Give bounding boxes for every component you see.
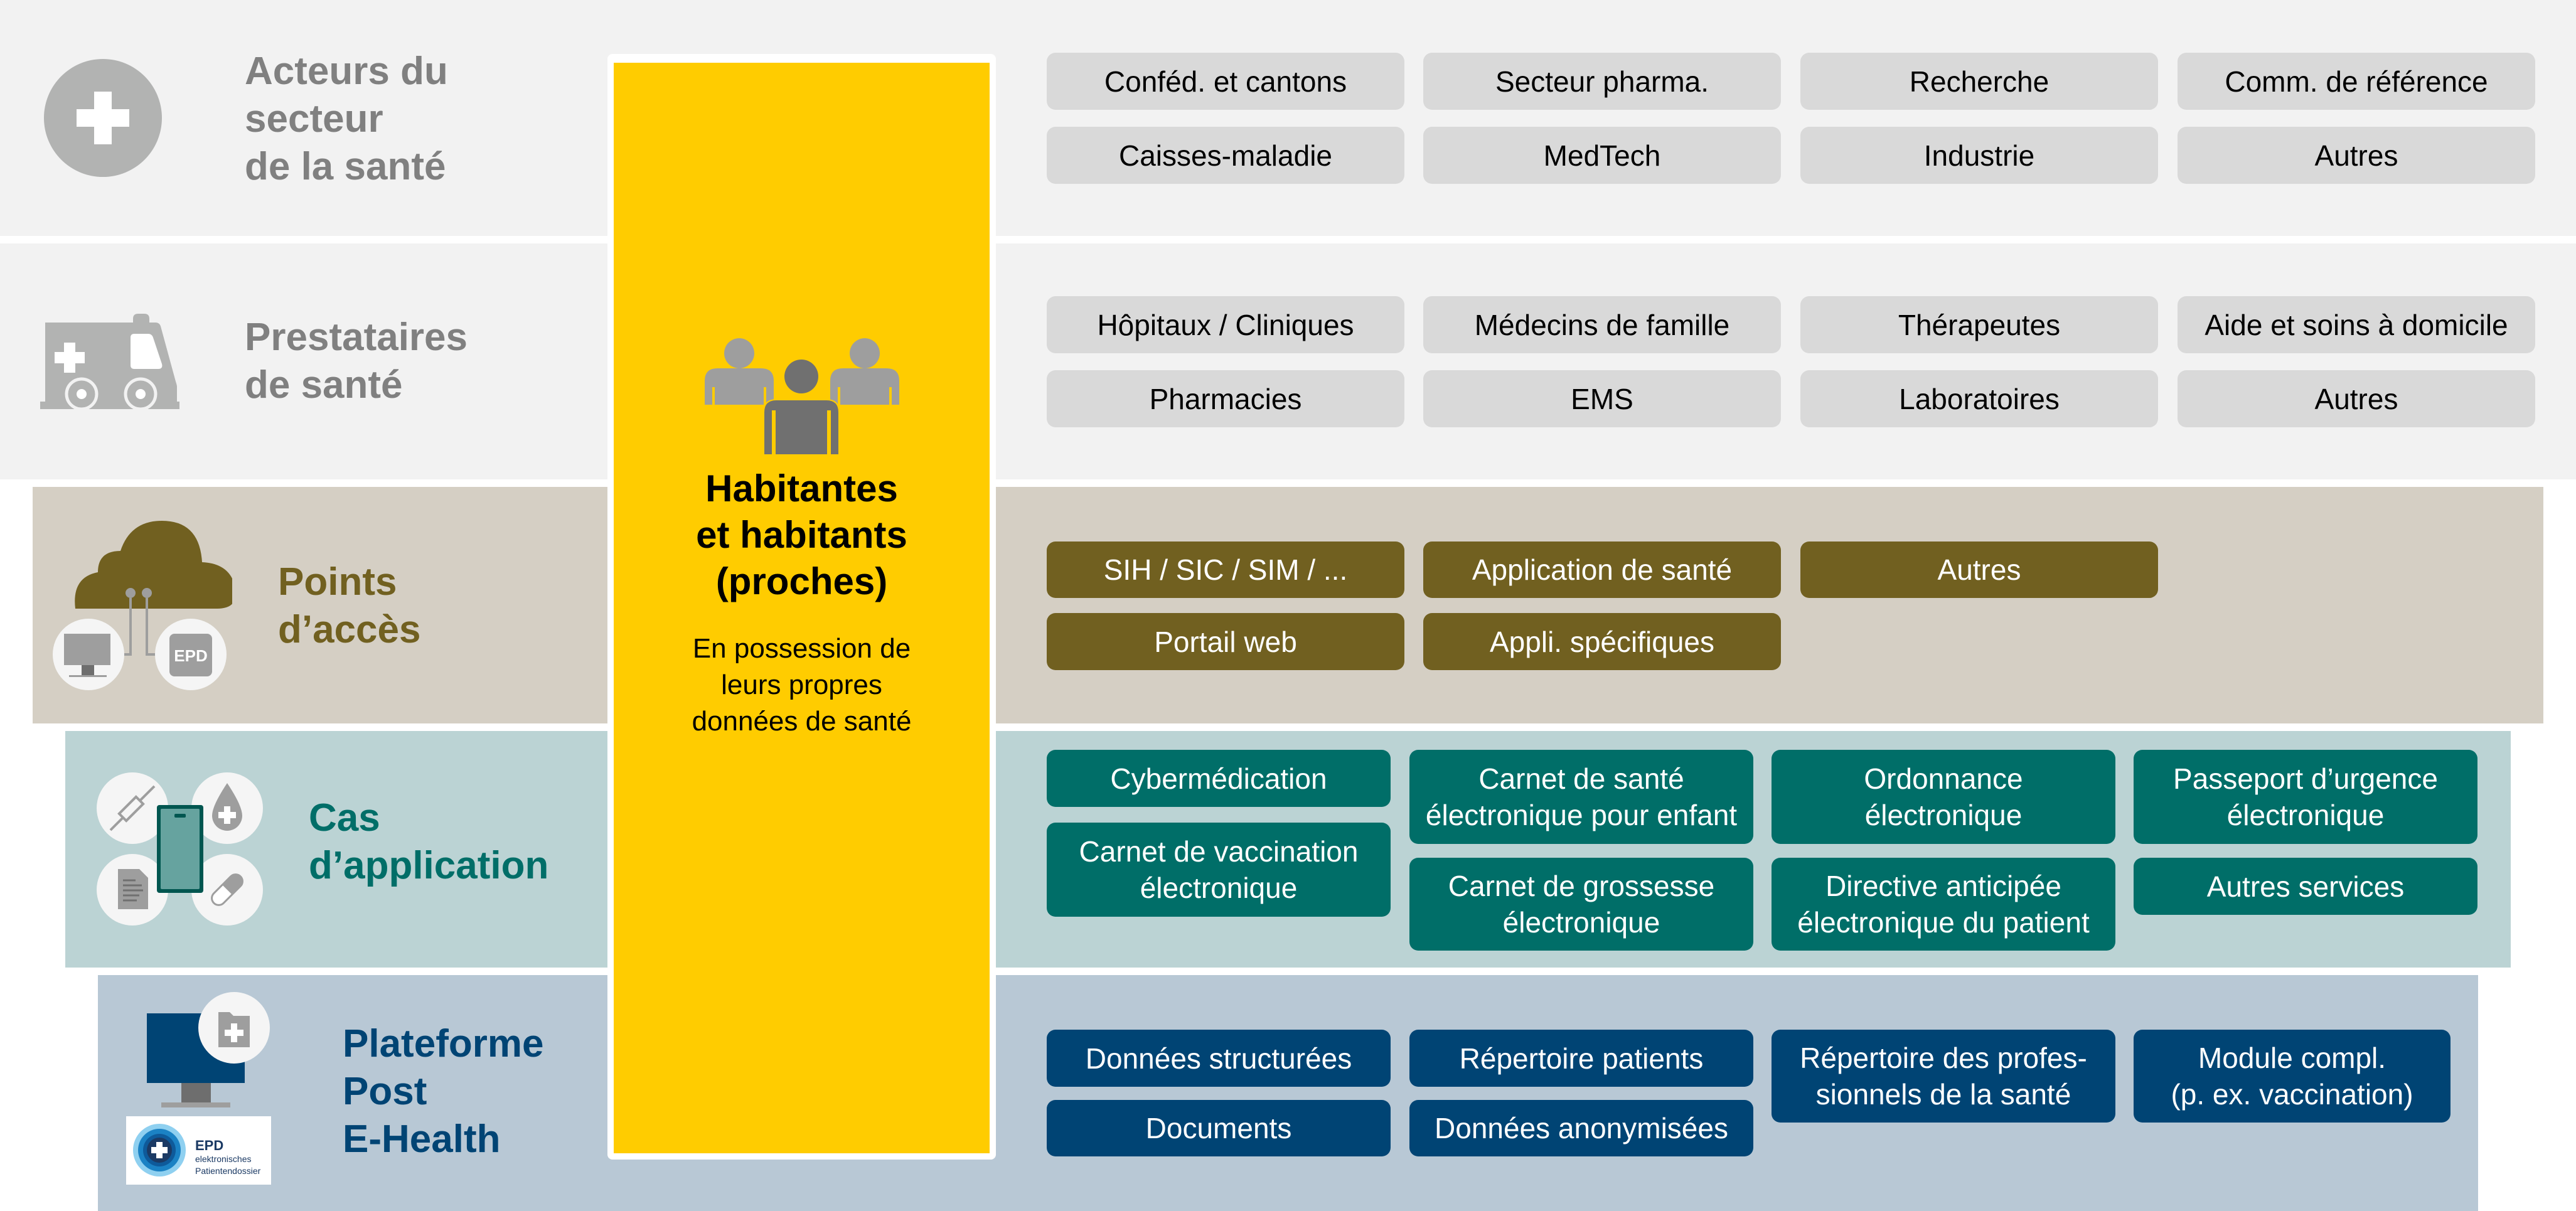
chip-access[interactable]: Portail web — [1047, 613, 1404, 670]
chip-platform[interactable]: Répertoire des profes- sionnels de la sa… — [1772, 1030, 2115, 1123]
chip-access[interactable]: SIH / SIC / SIM / ... — [1047, 541, 1404, 598]
chip-provider[interactable]: Laboratoires — [1800, 370, 2158, 427]
chip-use-case[interactable]: Ordonnance électronique — [1772, 750, 2115, 844]
chip-provider[interactable]: Pharmacies — [1047, 370, 1404, 427]
people-group-icon — [705, 338, 899, 455]
chip-use-case[interactable]: Carnet de vaccination électronique — [1047, 823, 1391, 917]
monitor-folder-icon — [147, 992, 270, 1107]
residents-title: Habitantes et habitants (proches) — [696, 467, 907, 602]
epd-badge-text: EPD — [174, 646, 207, 665]
chip-platform[interactable]: Documents — [1047, 1100, 1391, 1156]
chip-platform[interactable]: Données structurées — [1047, 1030, 1391, 1087]
chip-use-case[interactable]: Carnet de santé électronique pour enfant — [1409, 750, 1753, 844]
chip-provider[interactable]: EMS — [1423, 370, 1781, 427]
section-label-providers: Prestataires de santé — [245, 316, 468, 407]
section-label-actors: Acteurs du secteur de la santé — [245, 50, 448, 188]
residents-panel — [614, 63, 990, 1153]
chip-access[interactable]: Application de santé — [1423, 541, 1781, 598]
cloud-network-icon: EPD — [53, 521, 232, 690]
epd-logo-line1: elektronisches — [195, 1154, 252, 1164]
chip-provider[interactable]: Médecins de famille — [1423, 296, 1781, 353]
mobile-health-icon — [97, 772, 263, 926]
chip-use-case[interactable]: Directive anticipée électronique du pati… — [1772, 858, 2115, 951]
chip-actor[interactable]: Industrie — [1800, 127, 2158, 184]
chip-platform[interactable]: Données anonymisées — [1409, 1100, 1753, 1156]
section-label-use-cases: Cas d’application — [309, 796, 549, 887]
chip-actor[interactable]: Recherche — [1800, 53, 2158, 110]
ambulance-icon — [40, 314, 179, 409]
chip-access[interactable]: Appli. spécifiques — [1423, 613, 1781, 670]
section-label-platform: Plateforme Post E-Health — [343, 1022, 544, 1161]
chip-provider[interactable]: Hôpitaux / Cliniques — [1047, 296, 1404, 353]
chip-actor[interactable]: Conféd. et cantons — [1047, 53, 1404, 110]
epd-logo-title: EPD — [195, 1138, 224, 1153]
epd-logo-line2: Patientendossier — [195, 1166, 261, 1176]
chip-actor[interactable]: MedTech — [1423, 127, 1781, 184]
band-health-providers — [0, 243, 2576, 479]
section-label-access: Points d’accès — [278, 560, 421, 651]
chip-access[interactable]: Autres — [1800, 541, 2158, 598]
chip-use-case[interactable]: Cybermédication — [1047, 750, 1391, 807]
chip-platform[interactable]: Module compl. (p. ex. vaccination) — [2134, 1030, 2450, 1123]
chip-use-case[interactable]: Carnet de grossesse électronique — [1409, 858, 1753, 951]
chip-provider[interactable]: Aide et soins à domicile — [2178, 296, 2535, 353]
epd-logo: EPD elektronisches Patientendossier — [126, 1116, 271, 1185]
chip-actor[interactable]: Autres — [2178, 127, 2535, 184]
chip-platform[interactable]: Répertoire patients — [1409, 1030, 1753, 1087]
band-health-sector-actors — [0, 0, 2576, 236]
chip-use-case[interactable]: Autres services — [2134, 858, 2477, 915]
medical-cross-icon — [44, 59, 162, 177]
chip-actor[interactable]: Secteur pharma. — [1423, 53, 1781, 110]
residents-subtitle: En possession de leurs propres données d… — [692, 633, 912, 737]
chip-actor[interactable]: Caisses-maladie — [1047, 127, 1404, 184]
band-access-points — [33, 487, 2543, 723]
chip-provider[interactable]: Autres — [2178, 370, 2535, 427]
chip-provider[interactable]: Thérapeutes — [1800, 296, 2158, 353]
epd-logo-mark-icon — [133, 1124, 186, 1176]
chip-use-case[interactable]: Passeport d’urgence électronique — [2134, 750, 2477, 844]
chip-actor[interactable]: Comm. de référence — [2178, 53, 2535, 110]
